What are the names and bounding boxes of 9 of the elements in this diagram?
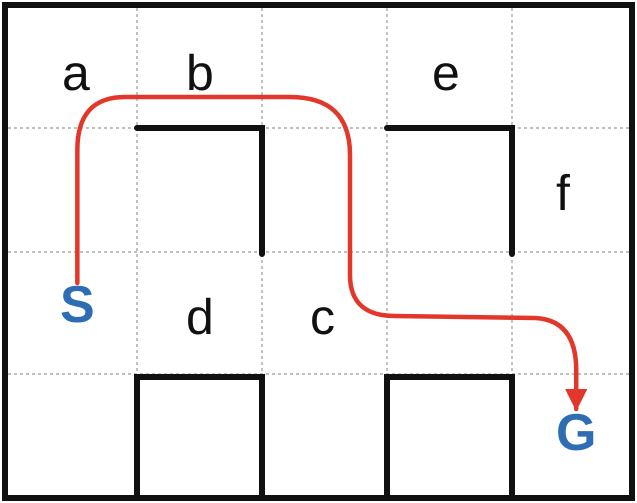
cell-letter: c <box>310 292 335 342</box>
cell-letter: b <box>186 48 214 98</box>
cell-letter: d <box>186 292 214 342</box>
cell-letter: e <box>432 48 460 98</box>
goal-label: G <box>556 407 596 459</box>
start-label: S <box>60 279 95 331</box>
cell-letter: f <box>556 168 570 218</box>
path-arrow <box>75 94 588 412</box>
cell-letter: a <box>62 48 90 98</box>
